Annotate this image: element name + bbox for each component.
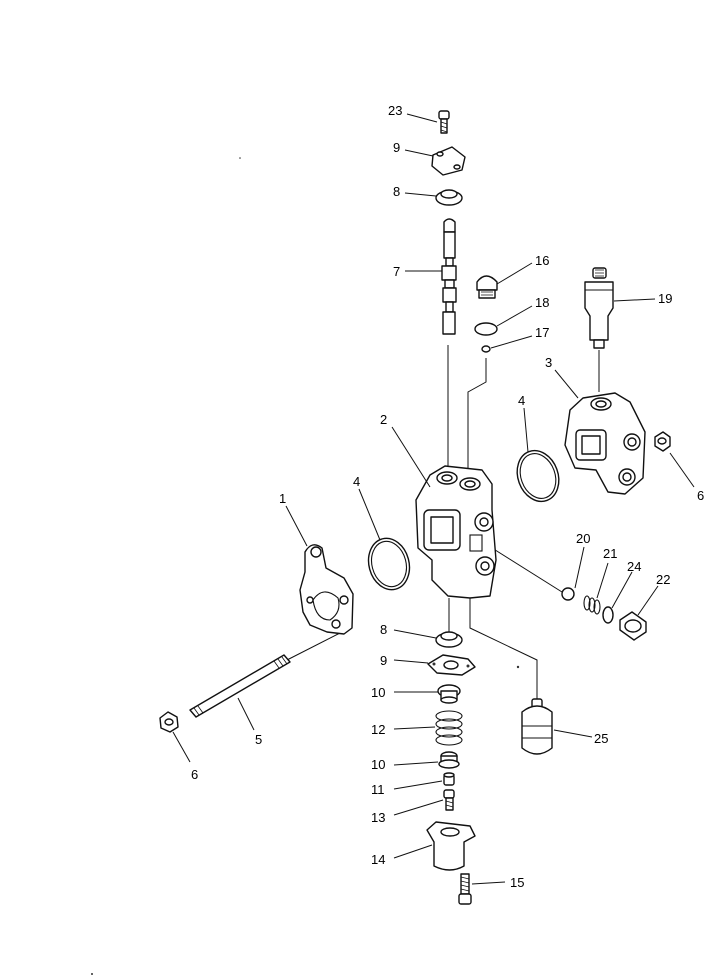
callout-22: 17: [535, 325, 549, 340]
part-5-tie-rod: [189, 654, 291, 718]
callout-13: 13: [371, 810, 385, 825]
callout-labels: 23 9 8 7 16 18 17 19 3 4 6 2 4 1 5 6 20 …: [191, 103, 704, 890]
callout-12: 12: [371, 722, 385, 737]
callout-8-lower: 8: [380, 622, 387, 637]
callout-8-upper: 8: [393, 184, 400, 199]
axis-line-plug: [467, 358, 487, 470]
part-24-relief-valve: [584, 267, 614, 349]
callout-18: 21: [603, 546, 617, 561]
callout-1: 1: [279, 491, 286, 506]
part-2-valve-body: [415, 465, 497, 599]
callout-24: 19: [658, 291, 672, 306]
callout-16: 15: [510, 875, 524, 890]
part-6-nut-right: [654, 431, 671, 452]
part-19-plug: [619, 611, 647, 641]
part-4-o-ring-left: [367, 537, 411, 591]
callout-10-lower: 10: [371, 757, 385, 772]
part-9-flange-upper: [431, 146, 466, 176]
part-11-stopper: [443, 772, 455, 786]
callout-20: 24: [627, 559, 641, 574]
part-6-nut-left: [159, 711, 179, 733]
callout-4-right: 4: [518, 393, 525, 408]
callout-25: 25: [594, 731, 608, 746]
part-16-bolt: [458, 873, 472, 905]
callout-6-right: 6: [697, 488, 704, 503]
callout-4-left: 4: [353, 474, 360, 489]
part-10-retainer-lower: [438, 751, 460, 769]
part-25-solenoid: [521, 698, 553, 755]
part-23-o-ring: [474, 322, 498, 336]
callout-leaders: [172, 113, 695, 885]
callout-9-lower: 9: [380, 653, 387, 668]
part-20-o-ring: [602, 606, 614, 624]
callout-9-upper: 9: [393, 140, 400, 155]
part-3-cover-block: [564, 392, 646, 495]
callout-21: 16: [535, 253, 549, 268]
callout-23: 18: [535, 295, 549, 310]
part-15-bolt: [438, 110, 450, 134]
callout-14: 14: [371, 852, 385, 867]
callout-3: 3: [545, 355, 552, 370]
axis-line-check: [491, 547, 563, 593]
part-22-ball: [481, 345, 491, 353]
part-7-spool: [441, 218, 457, 335]
part-8-seal-lower: [435, 631, 463, 648]
axis-line-solenoid: [469, 598, 538, 700]
callout-15: 23: [388, 103, 402, 118]
part-17-ball: [561, 587, 575, 601]
part-1-end-cover: [299, 544, 354, 635]
part-18-spring: [583, 595, 601, 615]
axis-line-rod: [286, 632, 341, 661]
connection-lines: [286, 345, 600, 700]
part-9-flange-lower: [427, 654, 476, 676]
callout-2: 2: [380, 412, 387, 427]
part-8-seal-upper: [435, 189, 463, 206]
callout-5: 5: [255, 732, 262, 747]
callout-6-left: 6: [191, 767, 198, 782]
callout-11: 11: [371, 782, 385, 797]
callout-17: 20: [576, 531, 590, 546]
part-13-bolt: [443, 789, 455, 811]
callout-19: 22: [656, 572, 670, 587]
callout-10-upper: 10: [371, 685, 385, 700]
part-4-o-ring-right: [516, 449, 560, 503]
part-14-cap: [426, 821, 476, 871]
print-specks: [91, 157, 520, 975]
callout-7: 7: [393, 264, 400, 279]
part-10-retainer-upper: [437, 684, 461, 704]
part-12-spring: [435, 710, 463, 746]
part-21-plug: [476, 275, 498, 299]
